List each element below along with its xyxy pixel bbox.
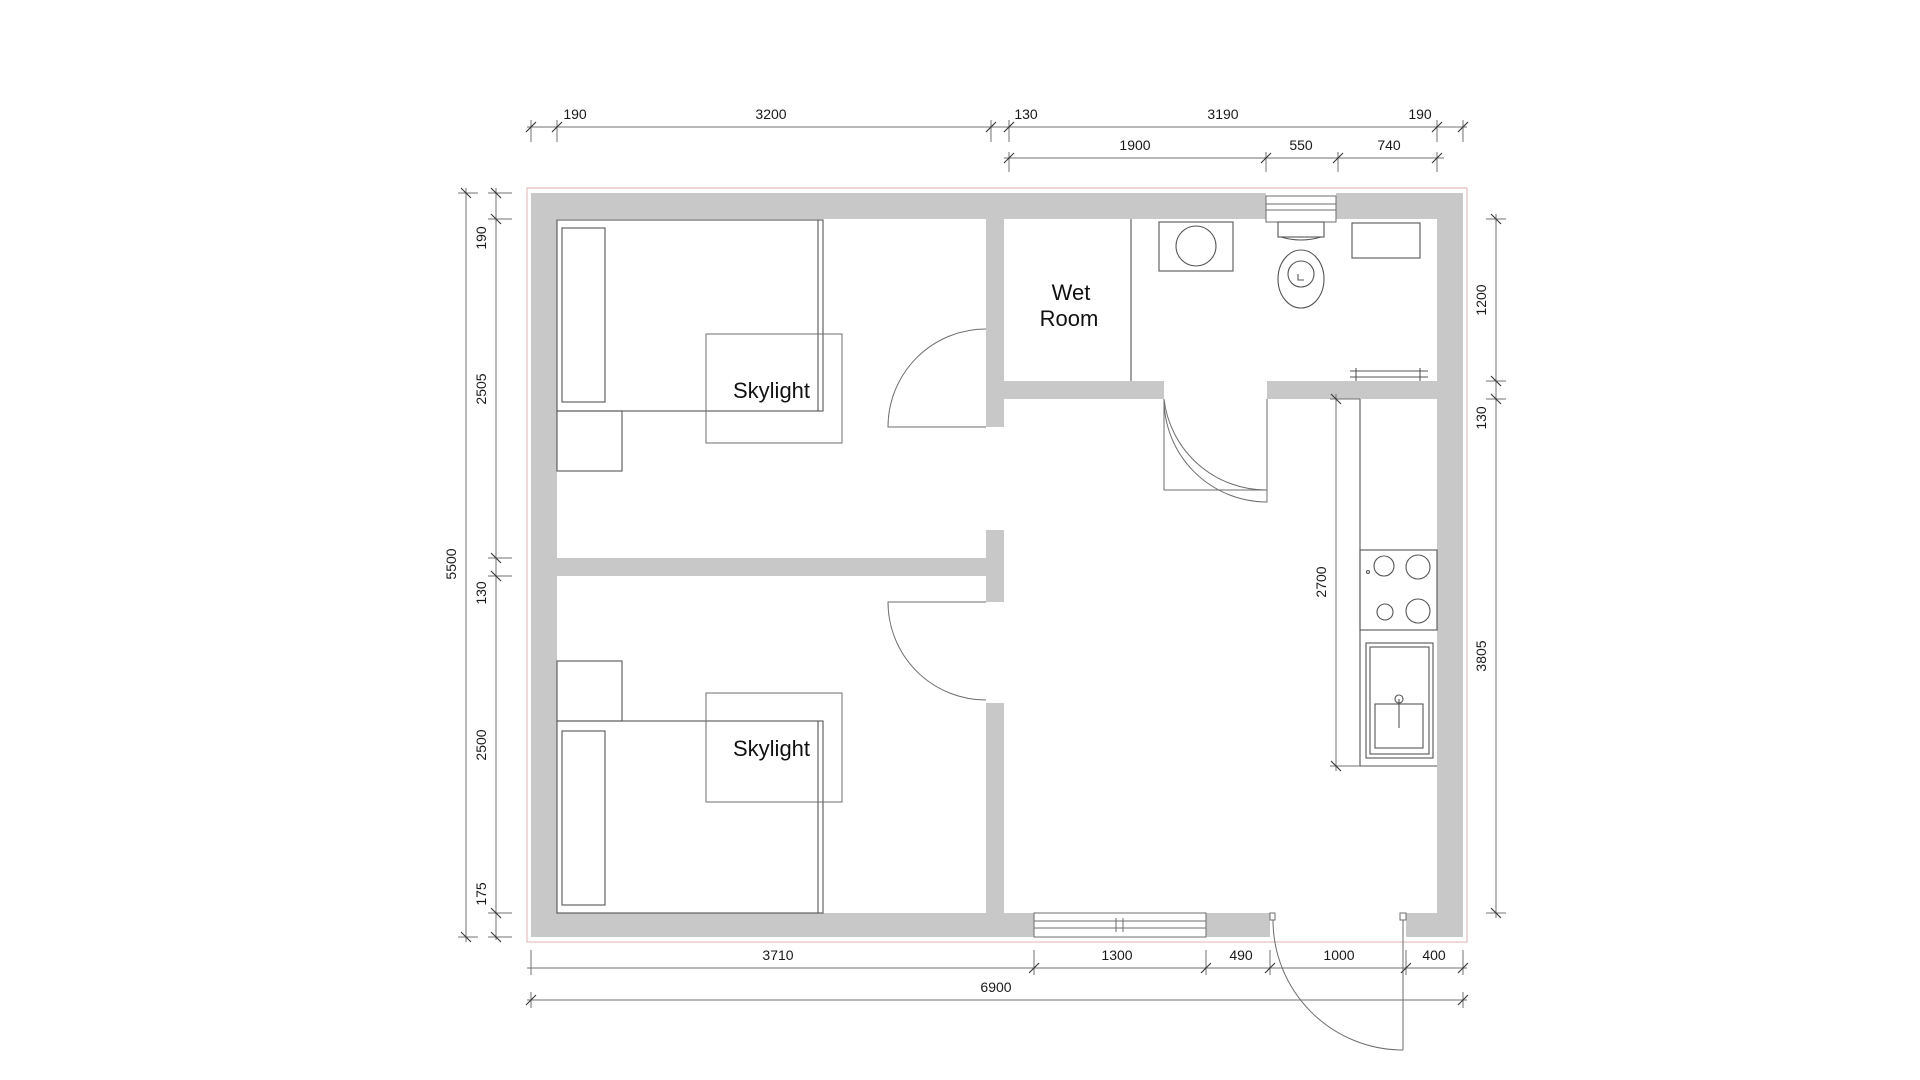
dim-left-2500: 2500 [473, 729, 489, 760]
dim-bottom-1000: 1000 [1323, 947, 1354, 963]
dim-kitchen-2700: 2700 [1313, 566, 1329, 597]
skylight-upper-label: Skylight [733, 378, 810, 403]
wet-room-label-1: Wet [1052, 280, 1091, 305]
dim-bottom-490: 490 [1229, 947, 1253, 963]
dim-left-190: 190 [473, 226, 489, 250]
dimension-labels: 190 3200 130 3190 190 1900 550 740 190 2… [443, 106, 1489, 995]
toilet [1277, 221, 1325, 309]
nightstand-lower [556, 660, 623, 722]
dim-top-130: 130 [1014, 106, 1038, 122]
wall-partition-upper [986, 219, 1004, 427]
dim-top-1900: 1900 [1119, 137, 1150, 153]
wall-partition-lower [986, 703, 1004, 913]
dim-top-190-right: 190 [1408, 106, 1432, 122]
door-entrance [1269, 912, 1407, 1051]
dim-bottom-6900: 6900 [980, 979, 1011, 995]
bed-lower [556, 720, 824, 914]
hob [1359, 549, 1438, 631]
wall-right [1437, 193, 1463, 937]
wall-between-bedrooms [557, 558, 986, 576]
kitchen-sink [1365, 642, 1434, 759]
dim-top-550: 550 [1289, 137, 1313, 153]
outer-boundary [526, 187, 1468, 943]
window-top [1265, 195, 1337, 223]
skylight-upper-outline [705, 333, 843, 444]
dim-top-190-left: 190 [563, 106, 587, 122]
towel-rail [1350, 368, 1428, 381]
dim-top-740: 740 [1377, 137, 1401, 153]
wall-left [531, 193, 557, 937]
wet-room-label-2: Room [1040, 306, 1099, 331]
wall-bottom-right [1406, 913, 1463, 937]
washing-machine [1158, 221, 1234, 272]
dim-bottom-3710: 3710 [762, 947, 793, 963]
nightstand-upper [556, 410, 623, 472]
door-bathroom [1163, 398, 1268, 503]
dim-left-2505: 2505 [473, 373, 489, 404]
dim-left-5500: 5500 [443, 548, 459, 579]
window-bottom [1033, 912, 1207, 938]
dim-left-130: 130 [473, 581, 489, 605]
dim-right-130: 130 [1473, 406, 1489, 430]
wall-bathroom-right [1267, 381, 1437, 399]
dim-right-1200: 1200 [1473, 284, 1489, 315]
door-lower-bedroom [887, 601, 987, 701]
skylight-lower-label: Skylight [733, 736, 810, 761]
dimension-lines [458, 120, 1506, 1008]
wall-bottom-mid [1206, 913, 1270, 937]
wall-top-left [531, 193, 1266, 219]
dim-bottom-1300: 1300 [1101, 947, 1132, 963]
vanity-unit [1351, 222, 1421, 259]
wall-bottom-left [531, 913, 1034, 937]
walls [531, 193, 1463, 937]
dim-left-175: 175 [473, 882, 489, 906]
dim-top-3190: 3190 [1207, 106, 1238, 122]
wall-bathroom-left [1004, 381, 1164, 399]
wall-partition-mid [986, 530, 1004, 602]
door-upper-bedroom [887, 328, 987, 428]
dim-bottom-400: 400 [1422, 947, 1446, 963]
skylight-lower-outline [705, 692, 843, 803]
dim-right-3805: 3805 [1473, 640, 1489, 671]
bed-upper [556, 219, 824, 412]
dim-top-3200: 3200 [755, 106, 786, 122]
